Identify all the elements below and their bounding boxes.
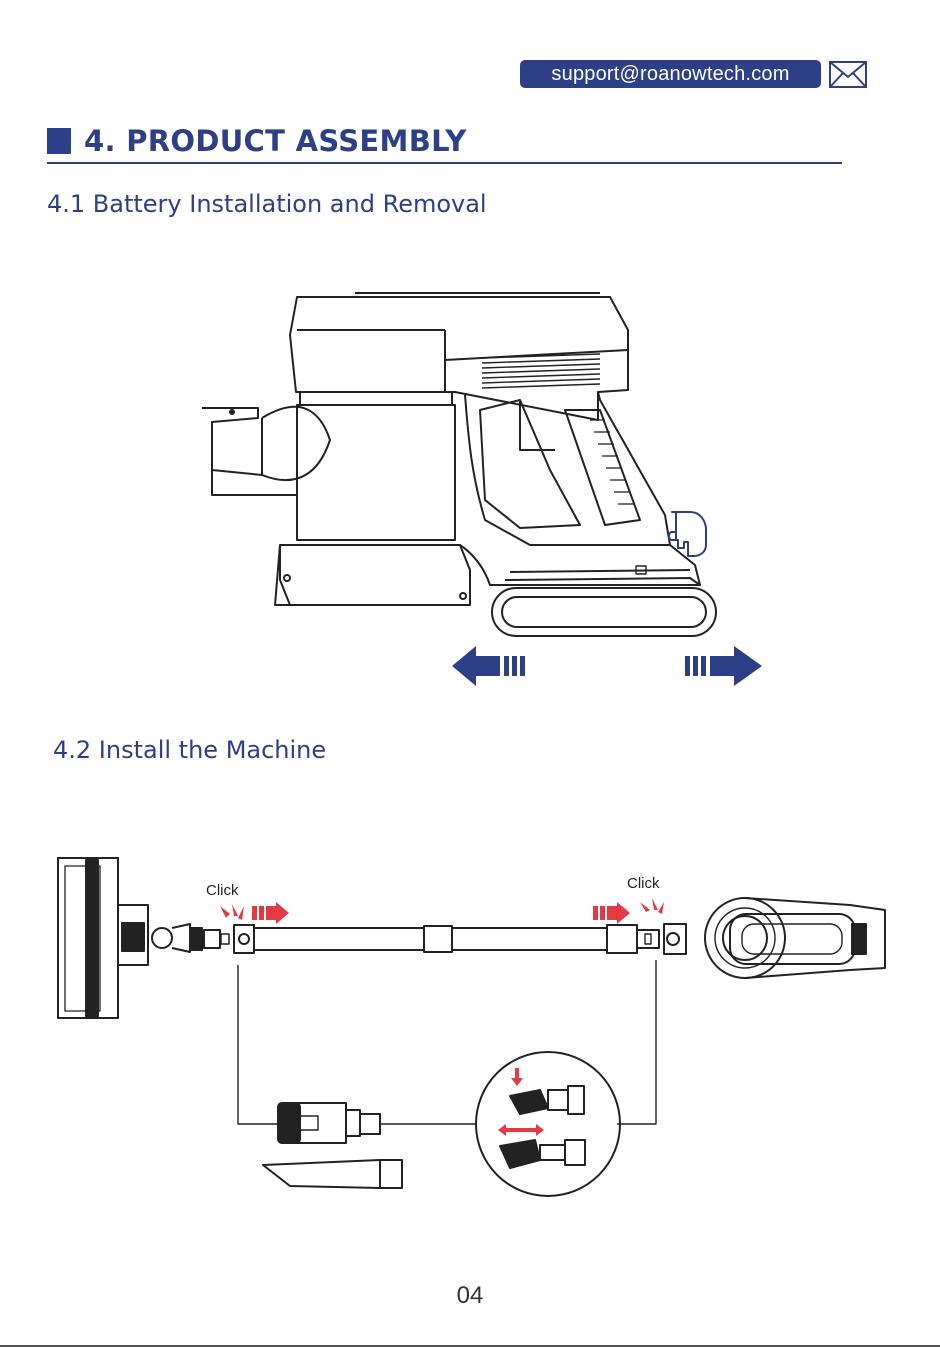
footer-divider — [0, 1345, 940, 1347]
page-number: 04 — [0, 1282, 940, 1310]
direction-arrows — [452, 646, 762, 686]
battery-installation-illustration — [0, 0, 940, 720]
machine-assembly-illustration — [0, 820, 940, 1220]
subsection-title-install: 4.2 Install the Machine — [53, 736, 326, 764]
